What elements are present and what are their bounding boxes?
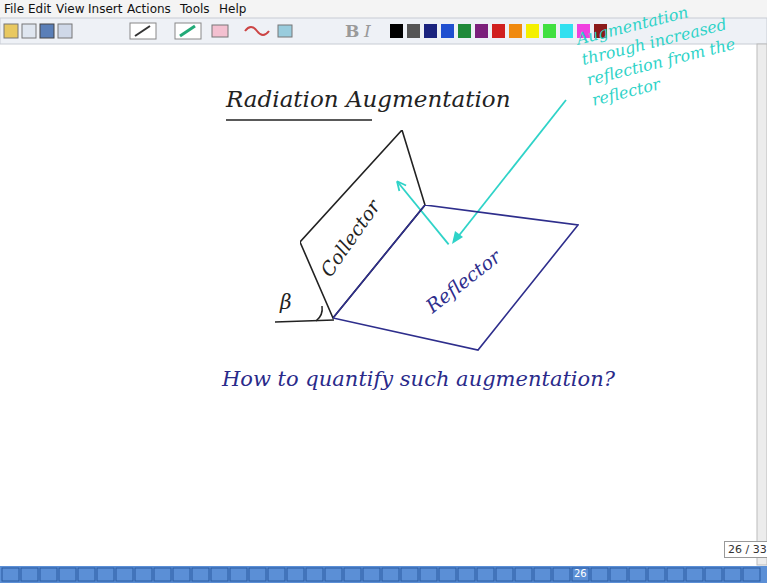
leader-arrowhead <box>452 231 463 244</box>
menu-item: Help <box>219 2 246 16</box>
title-underline <box>226 119 372 121</box>
tilt-angle-symbol: β <box>280 290 292 314</box>
color-swatches <box>390 24 607 38</box>
page-bar <box>0 566 767 583</box>
scrollbar <box>757 44 767 565</box>
menu-item: Insert <box>88 2 122 16</box>
question-note: How to quantify such augmentation? <box>222 367 615 391</box>
menu-item: Edit <box>28 2 51 16</box>
reflector-panel: Reflector <box>333 205 579 351</box>
ground-line <box>275 320 334 322</box>
leader-arrow <box>457 100 566 238</box>
menu-item: View <box>56 2 84 16</box>
menu-item: File <box>4 2 24 16</box>
menu-item: Actions <box>127 2 171 16</box>
toolbar-icons <box>4 23 292 39</box>
italic-button: I <box>364 21 371 41</box>
collector-panel: Collector <box>300 130 426 320</box>
menu-item: Tools <box>180 2 210 16</box>
panel-label: Reflector <box>421 245 504 317</box>
reflected-ray-arrow <box>397 181 449 244</box>
page-counter: 26 / 33 <box>724 541 767 558</box>
page-number: 26 <box>574 568 587 579</box>
page-title: Radiation Augmentation <box>226 86 511 112</box>
bold-button: B <box>345 21 359 41</box>
tilt-angle-arc <box>316 306 322 321</box>
page-bar-cells <box>2 568 760 581</box>
